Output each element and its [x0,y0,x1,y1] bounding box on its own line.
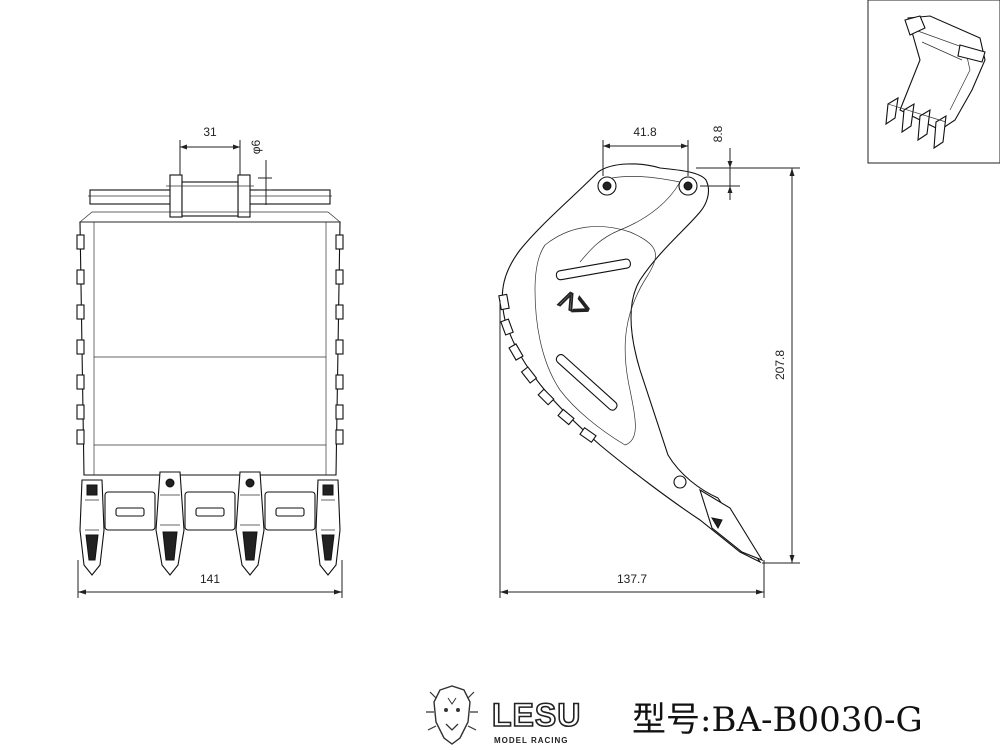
side-slot-lower [555,354,618,411]
footer: LESU MODEL RACING 型号:BA-B0030-G [426,685,923,745]
front-side-tabs [76,234,344,445]
front-mount-plate [181,181,239,217]
side-inner-window [534,226,656,446]
lion-logo-icon [426,685,478,745]
dim-pin-diameter: φ6 [249,139,263,154]
model-number: 型号:BA-B0030-G [632,700,923,740]
front-left-ear [169,174,183,218]
brand-tagline: MODEL RACING [494,736,569,745]
side-wear-strips [498,293,597,444]
front-view: 31 φ6 141 [76,125,344,598]
dim-bottom-width: 141 [200,572,220,586]
dim-height: 207.8 [773,350,787,380]
dim-depth: 137.7 [617,572,647,586]
front-teeth [79,471,341,576]
side-tooth [699,488,764,562]
side-slot-upper [555,258,632,281]
side-view: ᐱᐳ 41.8 8.8 [498,125,800,598]
front-bucket-body [79,221,341,476]
dim-top-width: 31 [203,125,217,139]
side-bucket-profile [501,163,762,564]
dim-pin-offset: 8.8 [711,125,725,142]
iso-inset [867,0,1000,164]
brand-name: LESU [492,697,581,733]
front-lip-plates [104,491,316,531]
dim-pin-spacing: 41.8 [633,125,657,139]
front-right-ear [237,174,251,218]
